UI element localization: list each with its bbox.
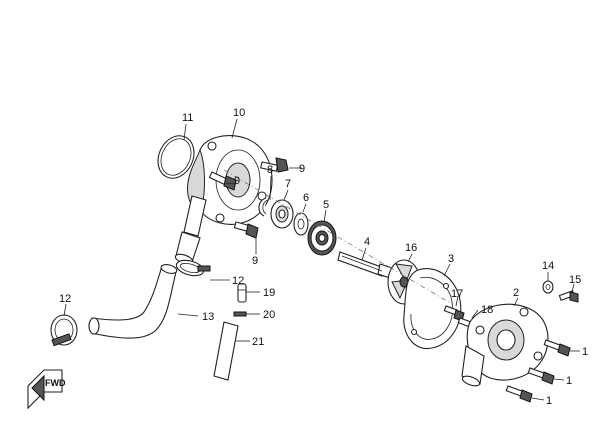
callout-9: 9 <box>252 255 258 267</box>
callout-12: 12 <box>232 275 244 287</box>
gasket-part-3 <box>403 268 462 350</box>
callout-10: 10 <box>233 107 245 119</box>
fitting-part-19 <box>237 283 247 303</box>
tube-part-21 <box>213 321 239 381</box>
callout-7: 7 <box>285 178 291 190</box>
callout-3: 3 <box>448 253 454 265</box>
hose-clamp-part-12-left <box>50 314 78 347</box>
callout-5: 5 <box>323 199 329 211</box>
washer-part-14 <box>542 280 554 294</box>
callout-4: 4 <box>364 236 370 248</box>
callout-21: 21 <box>252 336 264 348</box>
leader-lines <box>63 118 580 401</box>
arrow-icon <box>31 374 45 402</box>
clip-part-20 <box>233 311 247 317</box>
callout-19: 19 <box>263 287 275 299</box>
forward-direction-badge: FWD <box>27 369 66 410</box>
callout-8: 8 <box>267 164 273 176</box>
callout-1: 1 <box>546 395 552 407</box>
callout-12: 12 <box>59 293 71 305</box>
o-ring-part-11 <box>157 135 195 179</box>
callout-16: 16 <box>405 242 417 254</box>
callout-2: 2 <box>513 287 519 299</box>
hose-clamp-part-12-upper <box>175 259 211 277</box>
bolt-part-1-b <box>527 367 555 385</box>
bolt-part-9-lower <box>233 221 259 239</box>
bolt-part-15 <box>558 290 579 303</box>
coolant-hose-part-13 <box>88 264 178 339</box>
bolt-part-1-c <box>505 385 533 403</box>
callout-11: 11 <box>182 112 193 124</box>
circlip-part-8 <box>258 197 269 217</box>
callout-15: 15 <box>569 274 581 286</box>
callout-17: 17 <box>451 288 463 300</box>
callout-18: 18 <box>481 304 493 316</box>
pump-body-part-2 <box>461 303 549 387</box>
bolt-part-9-top <box>260 157 289 173</box>
callout-20: 20 <box>263 309 275 321</box>
callout-13: 13 <box>202 311 214 323</box>
washer-part-6 <box>293 212 309 236</box>
fwd-label: FWD <box>45 378 66 388</box>
bolt-part-1-a <box>543 339 571 357</box>
callout-14: 14 <box>542 260 554 272</box>
callout-6: 6 <box>303 192 309 204</box>
callout-1: 1 <box>566 375 572 387</box>
callout-9: 9 <box>299 163 305 175</box>
callout-9: 9 <box>234 175 240 187</box>
callout-1: 1 <box>582 346 588 358</box>
callout-labels: 11 10 9 9 9 8 7 6 5 4 16 3 12 12 13 19 2… <box>59 107 588 407</box>
bearing-part-7 <box>270 199 294 229</box>
mechanical-seal-part-5 <box>307 220 337 256</box>
assembly-axis <box>223 169 453 305</box>
